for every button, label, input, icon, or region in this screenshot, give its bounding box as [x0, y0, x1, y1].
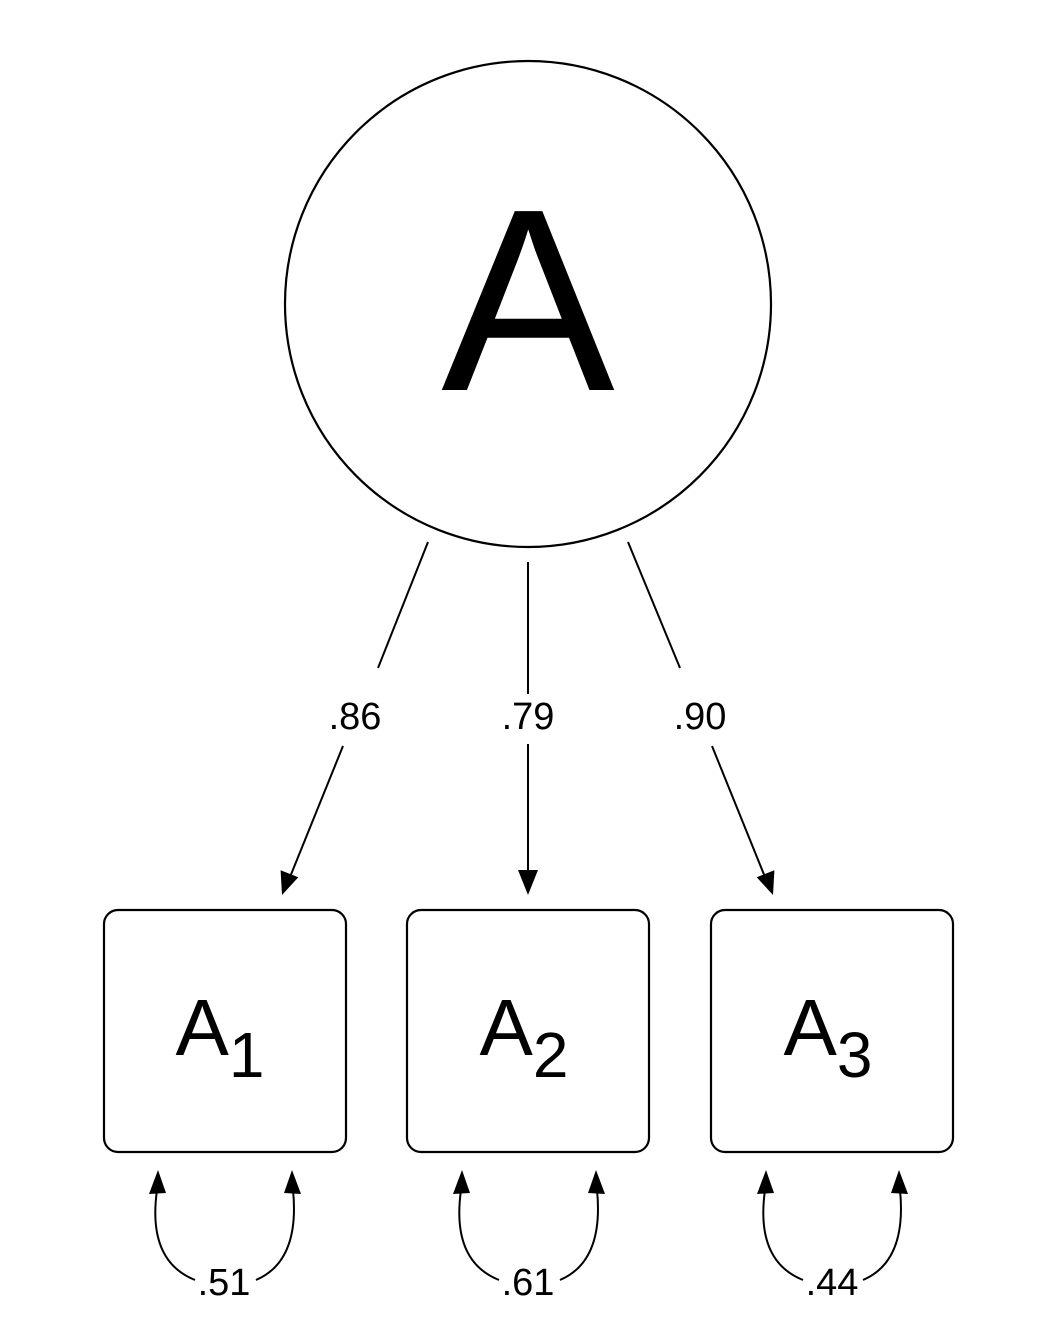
indicator-label-2: A2 — [480, 983, 569, 1091]
indicator-label-3: A3 — [784, 983, 873, 1091]
residual-label-1: .51 — [198, 1262, 251, 1304]
indicator-box-1 — [102, 908, 348, 1154]
indicator-subscript-1: 1 — [229, 1019, 265, 1091]
residual-arrowhead-3-right — [891, 1170, 908, 1194]
residual-label-2: .61 — [502, 1262, 555, 1304]
residual-arrowhead-2-left — [453, 1170, 470, 1194]
residual-path-3-right — [862, 1189, 902, 1281]
loading-paths: .86 .79 .90 — [280, 541, 775, 895]
indicator-base-1: A — [176, 983, 230, 1072]
residual-label-3: .44 — [806, 1262, 859, 1304]
residual-arrowhead-1-right — [284, 1170, 301, 1194]
residual-path-2 — [458, 1189, 500, 1281]
residual-arrowhead-2-right — [588, 1170, 605, 1194]
loading-arrowhead-2 — [518, 870, 538, 895]
residual-arrowhead-3-left — [757, 1170, 774, 1194]
loading-label-1: .86 — [329, 696, 382, 738]
loading-path-1 — [377, 541, 429, 669]
loading-label-3: .90 — [674, 696, 727, 738]
indicator-1: A1 .51 — [102, 908, 348, 1304]
residual-path-1-right — [255, 1189, 295, 1281]
loading-label-2: .79 — [502, 696, 555, 738]
indicator-box-2 — [405, 908, 651, 1154]
indicator-base-2: A — [480, 983, 534, 1072]
residual-arrowhead-1-left — [149, 1170, 166, 1194]
loading-path-3-lower — [711, 745, 766, 878]
indicator-subscript-3: 3 — [837, 1019, 873, 1091]
indicator-2: A2 .61 — [405, 908, 651, 1304]
residual-path-1 — [154, 1189, 196, 1281]
indicator-box-3 — [709, 908, 955, 1154]
loading-path-1-lower — [289, 745, 344, 878]
residual-path-3 — [762, 1189, 804, 1281]
indicator-label-1: A1 — [176, 983, 265, 1091]
loading-path-3 — [627, 541, 681, 669]
latent-factor: A — [283, 59, 773, 549]
loading-arrowhead-3 — [756, 870, 775, 895]
residual-path-2-right — [559, 1189, 599, 1281]
indicator-subscript-2: 2 — [533, 1019, 569, 1091]
indicator-3: A3 .44 — [709, 908, 955, 1304]
latent-circle — [283, 59, 773, 549]
indicator-base-3: A — [784, 983, 838, 1072]
loading-arrowhead-1 — [280, 870, 299, 895]
latent-label: A — [441, 156, 616, 446]
